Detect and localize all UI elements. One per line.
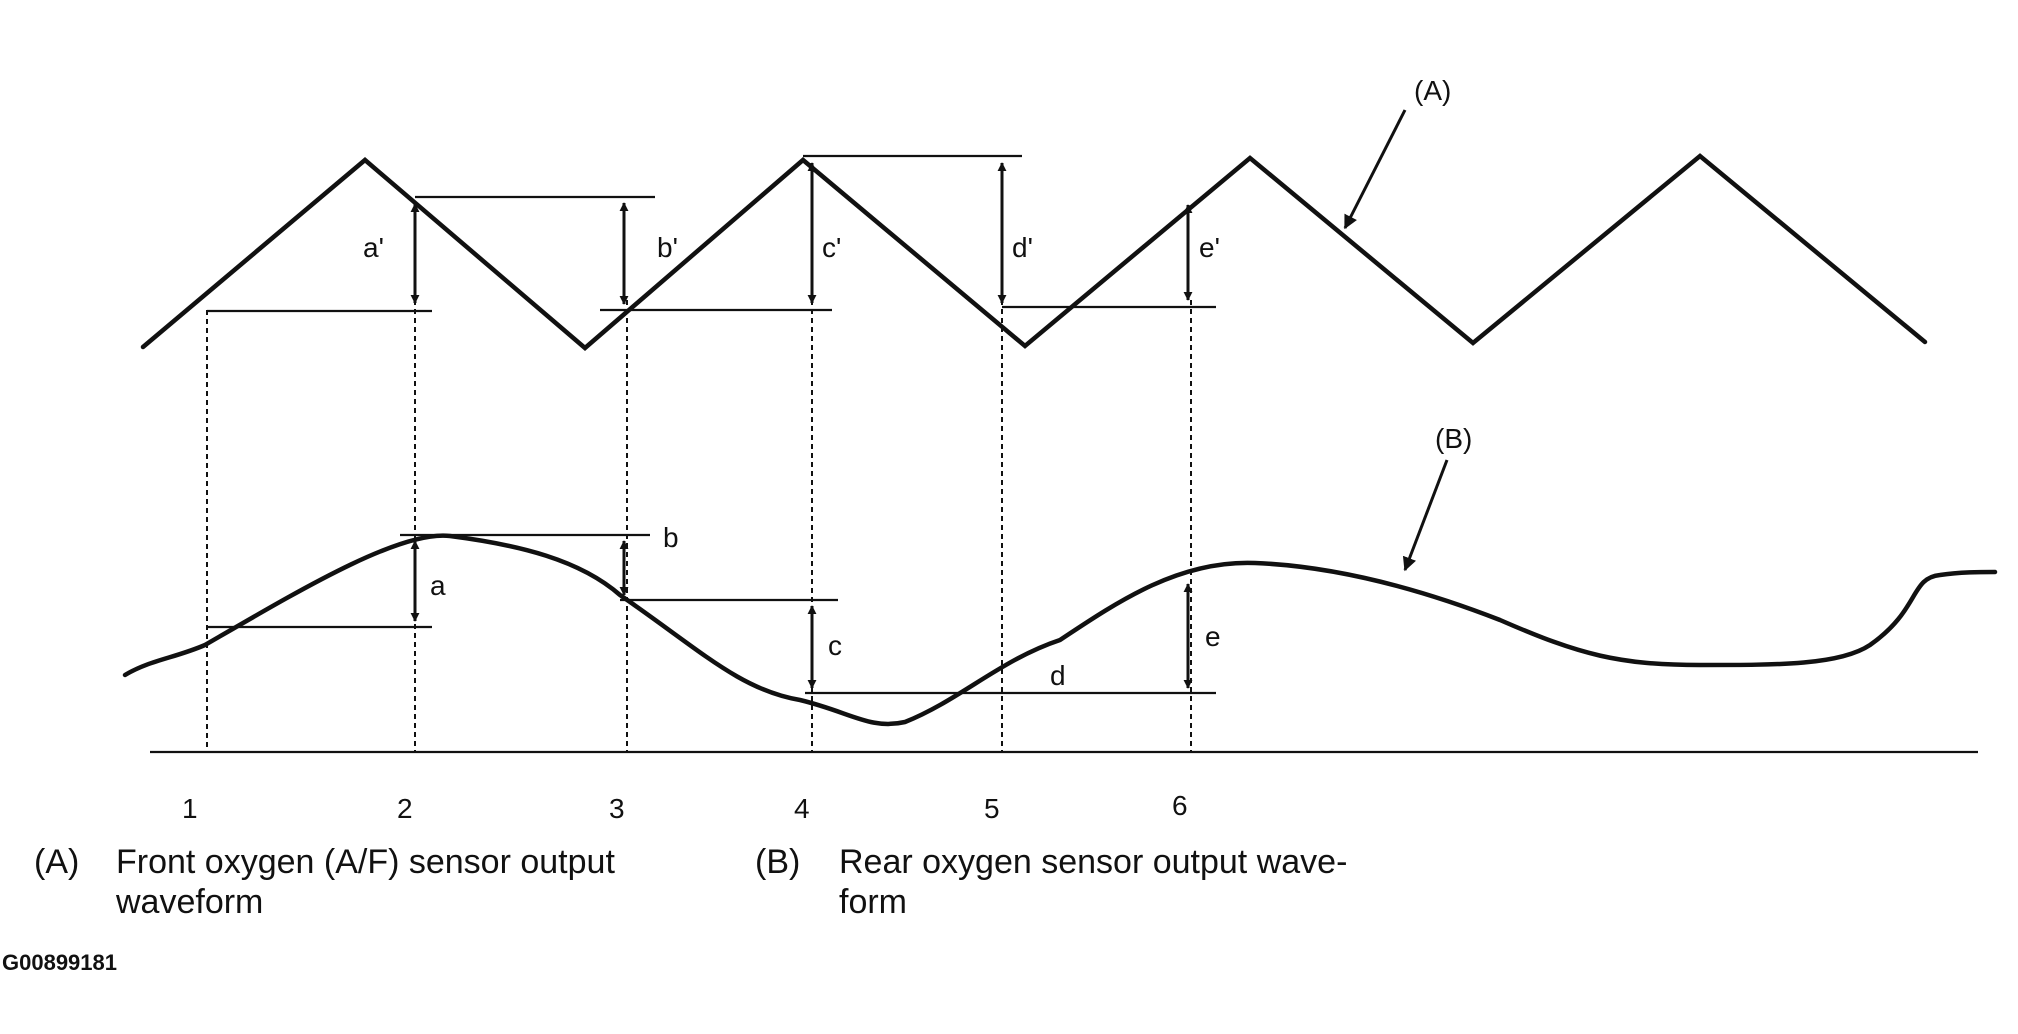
caption-b-key: (B) <box>755 843 801 881</box>
time-label-1: 1 <box>182 793 198 824</box>
caption-a: (A) Front oxygen (A/F) sensor output wav… <box>34 842 754 926</box>
time-label-2: 2 <box>397 793 413 824</box>
rear-sensor-waveform <box>122 533 1998 727</box>
measure-label-b-prime: b' <box>657 232 678 263</box>
measure-label-a: a <box>430 570 446 601</box>
caption-b-line1: Rear oxygen sensor output wave- <box>839 843 1348 881</box>
caption-a-key: (A) <box>34 843 80 881</box>
time-label-3: 3 <box>609 793 625 824</box>
measure-label-b: b <box>663 522 679 553</box>
measure-label-d: d <box>1050 660 1066 691</box>
callout-arrow-a <box>1343 109 1407 230</box>
figure-id: G00899181 <box>2 950 117 975</box>
measure-label-e-prime: e' <box>1199 232 1220 263</box>
caption-a-line1: Front oxygen (A/F) sensor output <box>116 843 615 881</box>
measure-label-c-prime: c' <box>822 232 841 263</box>
time-label-4: 4 <box>794 793 810 824</box>
callout-arrow-b <box>1402 459 1449 572</box>
measure-label-d-prime: d' <box>1012 232 1033 263</box>
time-label-6: 6 <box>1172 790 1188 821</box>
measure-label-c: c <box>828 630 842 661</box>
waveform-b-label: (B) <box>1435 423 1472 454</box>
caption-b-line2: form <box>839 883 907 921</box>
front-sensor-waveform <box>140 153 1928 351</box>
time-label-5: 5 <box>984 793 1000 824</box>
measure-label-e: e <box>1205 621 1221 652</box>
measure-label-a-prime: a' <box>363 232 384 263</box>
caption-a-line2: waveform <box>116 883 264 921</box>
waveform-a-label: (A) <box>1414 75 1451 106</box>
caption-b: (B) Rear oxygen sensor output wave- form <box>755 842 1475 926</box>
